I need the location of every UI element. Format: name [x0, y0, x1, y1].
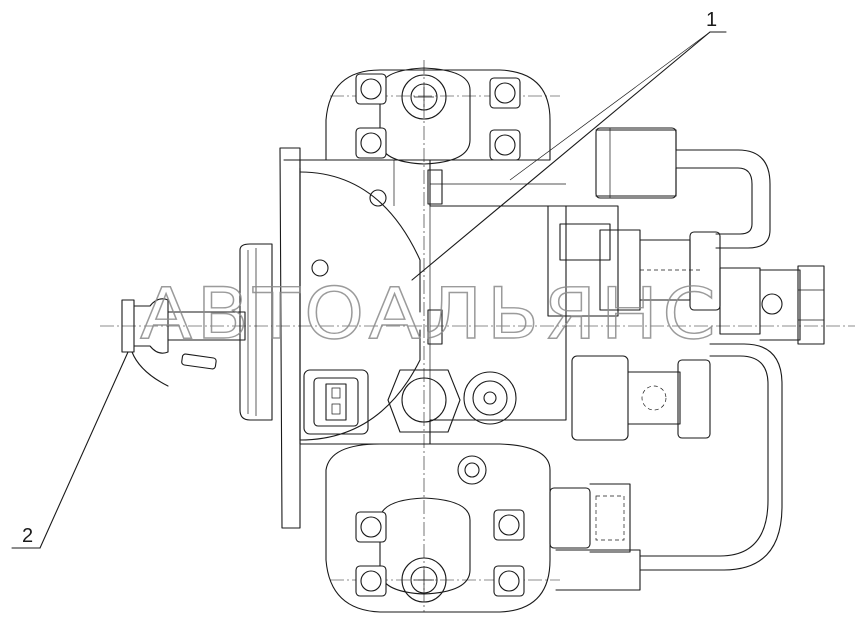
electrical-connector	[303, 369, 369, 435]
main-housing	[279, 147, 567, 529]
top-cap	[325, 67, 551, 165]
lower-fitting	[571, 355, 711, 441]
round-valve	[463, 371, 517, 425]
bolt-head-icon	[355, 511, 387, 543]
bolt-head-icon	[493, 565, 525, 597]
callout-1-label: 1	[706, 9, 717, 31]
bolt-head-icon	[489, 129, 521, 161]
callout-2: 2	[11, 351, 129, 549]
bottom-bolts	[355, 509, 525, 597]
watermark-text: АВТОАЛЬЯНС	[140, 273, 720, 355]
bolt-head-icon	[489, 77, 521, 109]
front-flange	[239, 243, 273, 421]
drive-shaft	[121, 298, 246, 387]
callout-2-label: 2	[22, 525, 33, 547]
bottom-cap	[325, 443, 551, 613]
fuel-line-upper	[595, 127, 771, 249]
outlet-fitting	[689, 231, 825, 345]
center-lines	[100, 60, 855, 612]
bolt-head-icon	[355, 565, 387, 597]
fuel-line-lower	[639, 343, 783, 571]
bolt-head-icon	[355, 127, 387, 159]
bottom-right-fitting	[549, 483, 641, 591]
bolt-head-icon	[355, 73, 387, 105]
top-bolts	[355, 73, 521, 161]
bolt-head-icon	[493, 509, 525, 541]
hex-plug	[387, 369, 461, 433]
callout-1: 1	[411, 9, 727, 281]
